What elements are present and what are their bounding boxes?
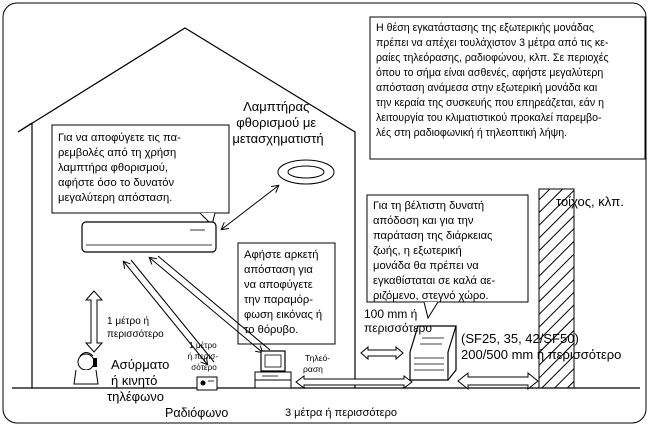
hundred-mm-label: 100 mm ή περισσότερο: [364, 307, 432, 335]
radio-label: Ραδιόφωνο: [165, 406, 228, 420]
tv-icon: [254, 350, 292, 389]
one-meter-label: 1 μέτρο ή περισσότερο: [107, 315, 164, 340]
note-best-performance-box: [366, 194, 529, 303]
three-meters-label: 3 μέτρα ή περισσότερο: [285, 407, 397, 419]
outdoor-unit-icon: [409, 325, 457, 381]
arrow-hundred-mm: [360, 345, 404, 361]
wall-label: τοίχος, κλπ.: [556, 194, 624, 209]
note-fluorescent-box: [51, 124, 230, 214]
arrow-unit-lamp: [222, 186, 278, 229]
arrow-one-meter: [84, 290, 104, 353]
one-meter-small-label: 1 μέτρο ή περισ- σότερο: [188, 341, 221, 372]
indoor-unit-icon: [81, 221, 217, 253]
note-best-performance: Για τη βέλτιστη δυνατή απόδοση και για τ…: [373, 200, 498, 302]
fluorescent-lamp-label: Λαμπτήρας φθορισμού με μετασχηματιστή: [232, 99, 323, 146]
person-phone-icon: [73, 352, 99, 385]
arrow-outdoor-wall: [457, 371, 539, 391]
note-outdoor-distance-box: [369, 16, 646, 160]
note-fluorescent: Για να αποφύγετε τις πα- ρεμβολές από τη…: [58, 132, 184, 204]
models-label: (SF25, 35, 42/SF50) 200/500 mm ή περισσό…: [461, 331, 621, 362]
arrow-unit-radio: [124, 262, 207, 364]
wall-hatched: [538, 188, 575, 389]
cordless-phone-label: Ασύρματο ή κινητό τηλέφωνο: [107, 357, 173, 404]
arrow-three-meters: [295, 375, 413, 389]
tv-label: Τηλεό- ραση: [303, 353, 333, 374]
radio-icon: [196, 376, 218, 391]
note-outdoor-distance: Η θέση εγκατάστασης της εξωτερικής μονάδ…: [376, 22, 612, 139]
fluorescent-lamp-icon: [277, 159, 335, 185]
house-outline: [17, 27, 356, 388]
